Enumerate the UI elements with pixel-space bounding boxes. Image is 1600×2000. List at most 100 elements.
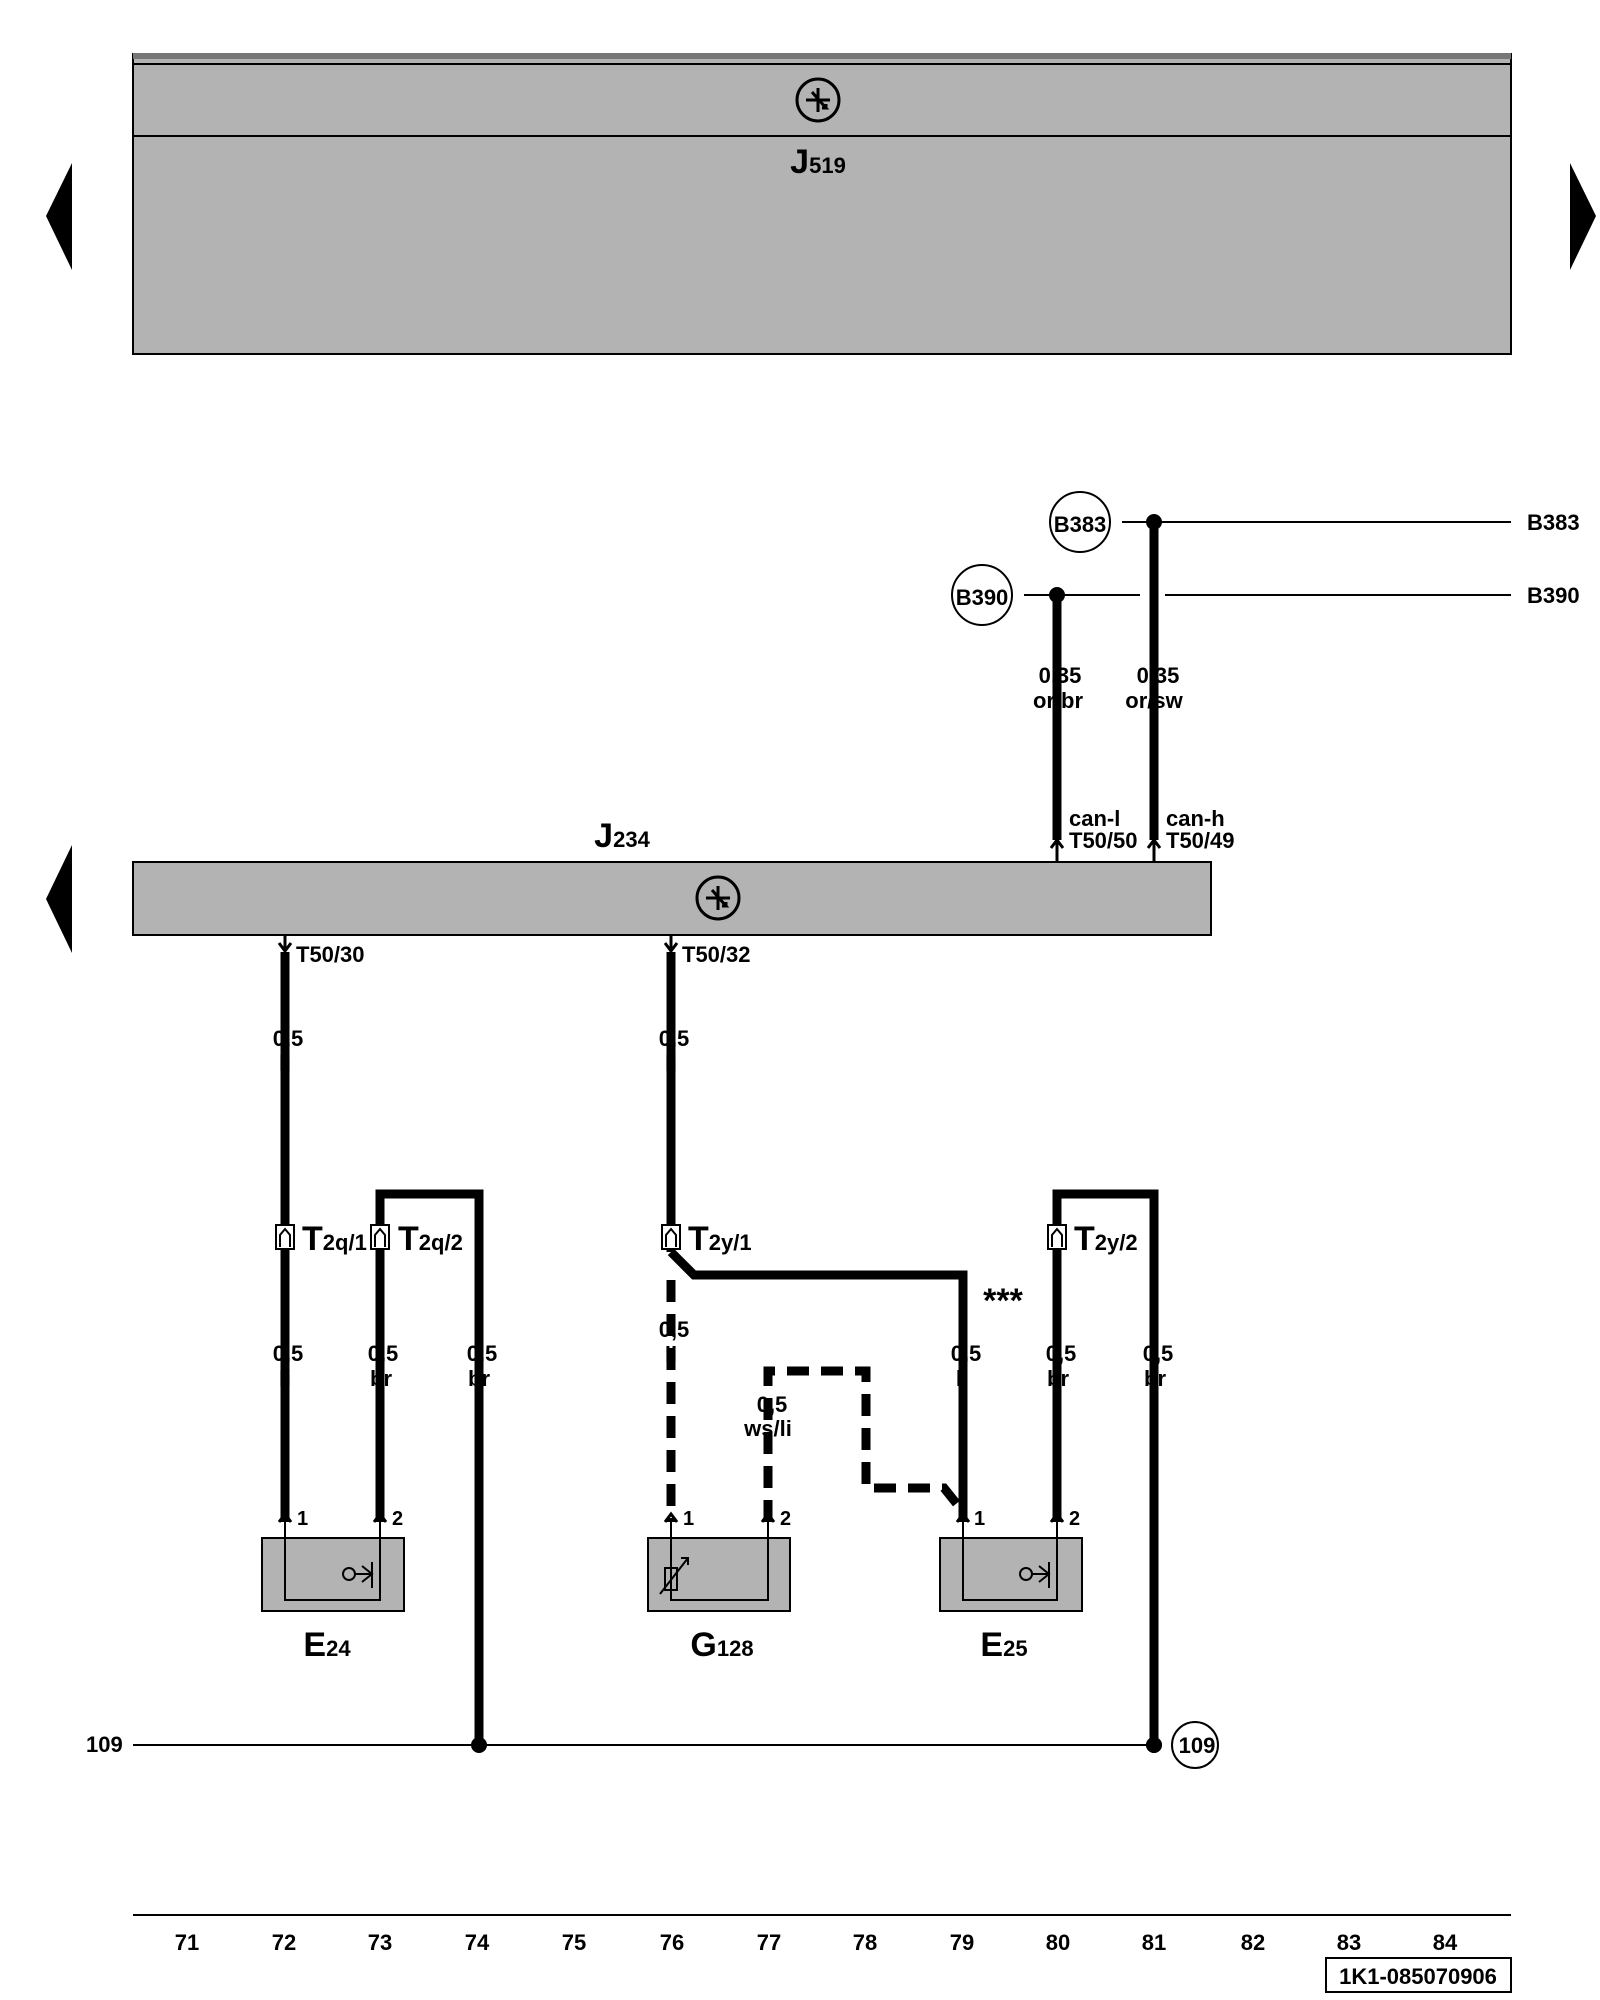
e24-pin2-marker <box>372 1511 388 1523</box>
wire-can-l-color: or/br <box>1033 688 1084 713</box>
ground-junction-dot <box>471 1737 487 1753</box>
wire-81-size: 0,5 <box>1143 1341 1174 1366</box>
wire-79-size: 0,5 <box>951 1341 982 1366</box>
wire-80-color: br <box>1047 1366 1069 1391</box>
g128-pin2-marker <box>760 1511 776 1523</box>
e24-pin1-marker <box>277 1511 293 1523</box>
wire-can-h-color: or/sw <box>1125 688 1183 713</box>
pin-t50-32-label: T50/32 <box>682 942 751 967</box>
e24-pin2-label: 2 <box>392 1508 403 1530</box>
pin-t50-50-label: T50/50 <box>1069 828 1138 853</box>
wire-80-size: 0,5 <box>1046 1341 1077 1366</box>
component-g128-label: G128 <box>690 1626 753 1664</box>
wire-72-bottom-size: 0,5 <box>273 1341 304 1366</box>
connector-symbol <box>1047 1224 1067 1250</box>
pin-t50-30-label: T50/30 <box>296 942 365 967</box>
diagram-code-box <box>1325 1957 1512 1993</box>
wire-79-color: li <box>956 1366 968 1391</box>
column-number: 75 <box>562 1930 586 1955</box>
previous-page-arrow-top[interactable] <box>46 163 72 270</box>
switch-icon <box>1019 1562 1051 1588</box>
column-number: 79 <box>950 1930 974 1955</box>
connector-t2y2-label: T2y/2 <box>1074 1220 1138 1258</box>
b390-circle-label: B390 <box>956 585 1009 610</box>
wire-81-color: br <box>1144 1366 1166 1391</box>
b383-right-label: B383 <box>1527 510 1580 535</box>
wire-72-top-color: li <box>279 1051 291 1076</box>
column-number: 72 <box>272 1930 296 1955</box>
wire-74-size: 0,5 <box>467 1341 498 1366</box>
switch-icon <box>342 1562 374 1588</box>
column-number: 77 <box>757 1930 781 1955</box>
wire-74-color: br <box>468 1366 490 1391</box>
next-page-arrow[interactable] <box>1570 163 1596 270</box>
pin-t50-50-marker <box>1049 837 1065 862</box>
g128-pin1-label: 1 <box>683 1508 694 1530</box>
wire-80-81-loop <box>1052 1189 1159 1745</box>
column-number: 81 <box>1142 1930 1166 1955</box>
e25-pin1-label: 1 <box>974 1508 985 1530</box>
ground-109-ref-circle <box>1171 1721 1219 1769</box>
module-j234: J234 <box>132 817 1212 936</box>
b390-right-label: B390 <box>1527 583 1580 608</box>
column-number: 80 <box>1046 1930 1070 1955</box>
connector-t2q1-label: T2q/1 <box>302 1220 367 1258</box>
column-number: 82 <box>1241 1930 1265 1955</box>
e25-pin2-label: 2 <box>1069 1508 1080 1530</box>
pin-t50-49-marker <box>1146 837 1162 862</box>
b383-circle-label: B383 <box>1054 512 1107 537</box>
wire-76-top-color: li <box>665 1051 677 1076</box>
wire-can-l-size: 0,35 <box>1039 663 1082 688</box>
ground-junction-dot <box>1146 1737 1162 1753</box>
wire-72-top-size: 0,5 <box>273 1026 304 1051</box>
wire-77-dashed <box>763 1366 964 1522</box>
note-mark: *** <box>983 1282 1023 1320</box>
column-number: 73 <box>368 1930 392 1955</box>
component-e25-label: E25 <box>980 1626 1027 1664</box>
previous-page-arrow-bottom[interactable] <box>46 845 72 953</box>
wire-77-color: ws/li <box>743 1416 792 1441</box>
wire-73-size: 0,5 <box>368 1341 399 1366</box>
e25-pin1-marker <box>955 1511 971 1523</box>
component-e24 <box>261 1522 405 1612</box>
pin-t50-49-label: T50/49 <box>1166 828 1235 853</box>
wire-76-bottom-size: 0,5 <box>659 1317 690 1342</box>
g128-pin1-marker <box>663 1511 679 1523</box>
connector-t2q2-label: T2q/2 <box>398 1220 463 1258</box>
wire-73-color: br <box>370 1366 392 1391</box>
component-e25 <box>939 1522 1083 1612</box>
can-h-label: can-h <box>1166 806 1225 831</box>
can-l-label: can-l <box>1069 806 1120 831</box>
component-g128 <box>647 1522 791 1612</box>
b390-ref-circle <box>951 564 1013 626</box>
connector-symbol <box>370 1224 390 1250</box>
column-number: 71 <box>175 1930 199 1955</box>
wire-73-74-loop <box>375 1189 484 1745</box>
wire-76-bottom-color: li <box>665 1342 677 1367</box>
column-number: 83 <box>1337 1930 1361 1955</box>
component-e24-label: E24 <box>303 1626 351 1664</box>
wire-77-size: 0,5 <box>757 1392 788 1417</box>
b383-ref-circle <box>1049 491 1111 553</box>
column-number: 78 <box>853 1930 877 1955</box>
module-j519: J519 <box>132 53 1512 355</box>
connector-t2y1-label: T2y/1 <box>688 1220 752 1258</box>
g128-pin2-label: 2 <box>780 1508 791 1530</box>
pin-t50-30-marker <box>277 935 293 954</box>
ground-109-circle-label: 109 <box>1179 1733 1216 1758</box>
sensor-icon <box>659 1557 689 1595</box>
wire-76-to-79 <box>667 1248 968 1522</box>
column-number: 74 <box>465 1930 490 1955</box>
e24-pin1-label: 1 <box>297 1508 308 1530</box>
module-j519-label: J519 <box>790 143 846 181</box>
pin-t50-32-marker <box>663 935 679 954</box>
control-unit-icon <box>795 77 841 123</box>
connector-symbol <box>661 1224 681 1250</box>
wire-can-h-size: 0,35 <box>1137 663 1180 688</box>
column-number: 84 <box>1433 1930 1458 1955</box>
column-number: 76 <box>660 1930 684 1955</box>
e25-pin2-marker <box>1049 1511 1065 1523</box>
wire-76-top-size: 0,5 <box>659 1026 690 1051</box>
ground-109-left-label: 109 <box>86 1732 123 1757</box>
